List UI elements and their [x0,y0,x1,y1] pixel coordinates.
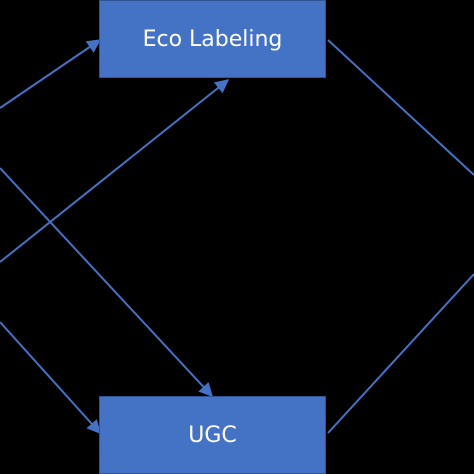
edge-eco-labeling-to-right [327,39,474,176]
eco-labeling-node: Eco Labeling [99,0,326,78]
edge-left-middle-to-eco-labeling [0,79,230,263]
edge-left-upper-to-eco-labeling [0,39,102,109]
eco-labeling-label: Eco Labeling [142,26,283,52]
edge-left-lower-to-ugc [0,321,101,435]
edge-left-upper-to-ugc [0,167,213,398]
ugc-node: UGC [99,396,326,474]
edge-ugc-to-right [327,273,474,434]
ugc-label: UGC [188,422,237,448]
